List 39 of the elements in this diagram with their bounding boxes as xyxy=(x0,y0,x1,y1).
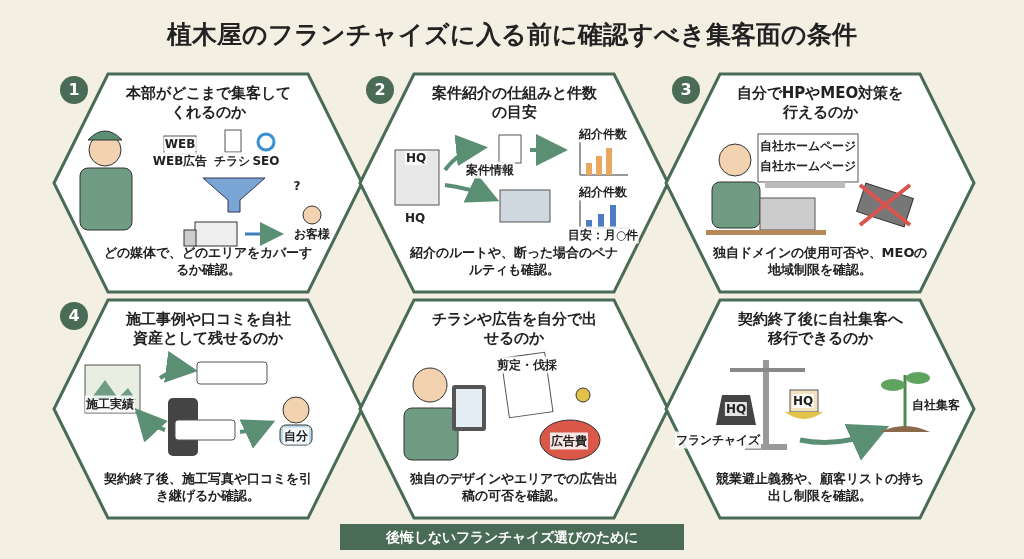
footer-banner: 後悔しないフランチャイズ選びのために xyxy=(340,524,684,550)
illustration-label: HQ xyxy=(404,151,428,165)
illustration-label: HQ xyxy=(791,394,815,408)
card-description: 競業避止義務や、顧客リストの持ち出し制限を確認。 xyxy=(715,470,925,504)
number-badge: 2 xyxy=(366,76,394,104)
card-heading: 自分でHPやMEO対策を行えるのか xyxy=(735,84,905,122)
illustration-label: 剪定・伐採 xyxy=(496,356,558,374)
illustration-label: SEO xyxy=(251,154,281,168)
card-description: 契約終了後、施工写真や口コミを引き継げるか確認。 xyxy=(103,470,313,504)
card-heading: チラシや広告を自分で出せるのか xyxy=(430,310,598,348)
illustration-label: 広告費 xyxy=(550,432,588,450)
illustration-label: WEB広告 xyxy=(151,152,209,170)
page-title: 植木屋のフランチャイズに入る前に確認すべき集客面の条件 xyxy=(165,19,858,51)
number-badge: 4 xyxy=(60,302,88,330)
illustration-label: 目安：月○件 xyxy=(566,226,640,244)
card-heading: 施工事例や口コミを自社資産として残せるのか xyxy=(124,310,292,348)
illustration-label: 施工実績 xyxy=(85,395,135,413)
illustration-label: 案件情報 xyxy=(465,161,515,179)
card-description: 独自ドメインの使用可否や、MEOの地域制限を確認。 xyxy=(711,244,929,278)
illustration-label: WEB xyxy=(163,137,197,151)
illustration-label: お客様 xyxy=(293,225,331,243)
number-badge: 3 xyxy=(672,76,700,104)
card-heading: 案件紹介の仕組みと件数の目安 xyxy=(430,84,598,122)
number-badge: 1 xyxy=(60,76,88,104)
illustration-label: 紹介件数 xyxy=(578,125,628,143)
illustration-label: 自分 xyxy=(283,427,309,445)
card-heading: 契約終了後に自社集客へ移行できるのか xyxy=(736,310,904,348)
illustration-label: HQ xyxy=(403,211,427,225)
card-description: 独自のデザインやエリアでの広告出稿の可否を確認。 xyxy=(409,470,619,504)
illustration-label: フランチャイズ xyxy=(675,431,761,449)
card-description: どの媒体で、どのエリアをカバーするか確認。 xyxy=(103,244,313,278)
illustration-label: HQ xyxy=(724,402,748,416)
illustration-label: 紹介件数 xyxy=(578,183,628,201)
card-heading: 本部がどこまで集客してくれるのか xyxy=(124,84,292,122)
illustration-label: ? xyxy=(292,179,302,193)
illustration-label: 自社ホームページ xyxy=(759,137,857,155)
illustration-label: 自社集客 xyxy=(911,396,961,414)
card-description: 紹介のルートや、断った場合のペナルティも確認。 xyxy=(408,244,619,278)
illustration-label: 自社ホームページ xyxy=(759,157,857,175)
